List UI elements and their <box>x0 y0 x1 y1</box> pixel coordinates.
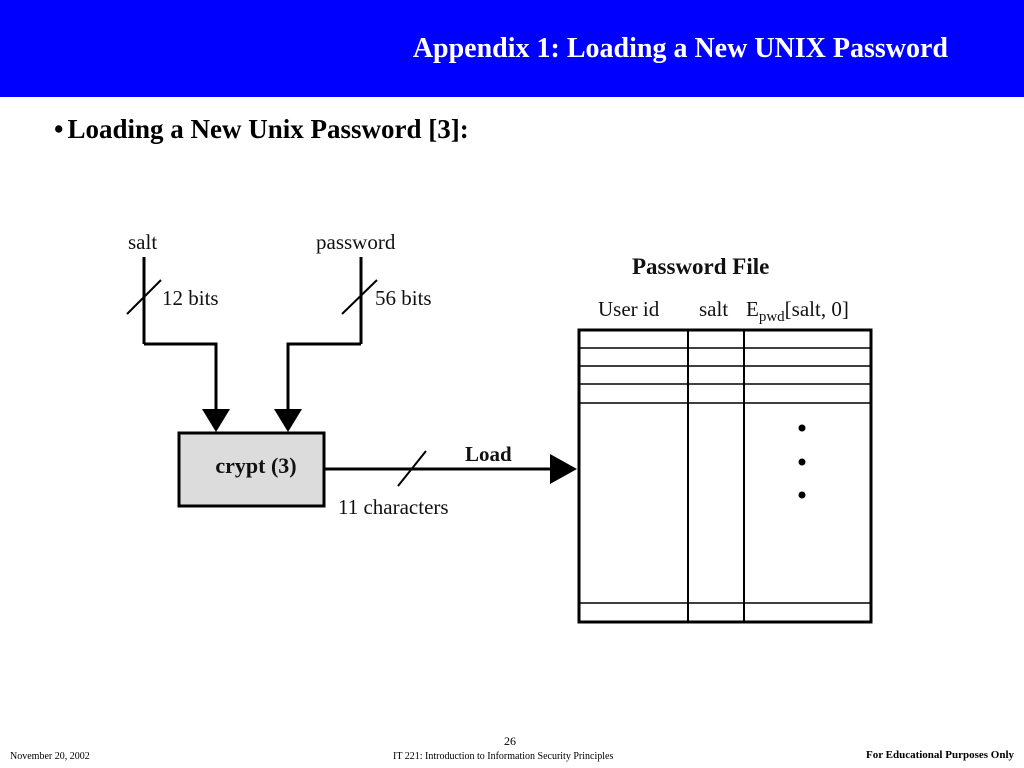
password-file-title: Password File <box>632 254 769 279</box>
password-bus-slash <box>341 279 378 315</box>
salt-bits-label: 12 bits <box>162 286 219 310</box>
epwd-args: [salt, 0] <box>785 297 849 321</box>
bullet-text: Loading a New Unix Password [3]: <box>67 114 469 144</box>
password-label: password <box>316 230 396 254</box>
footer-note: For Educational Purposes Only <box>865 749 1014 761</box>
bullet-item: •Loading a New Unix Password [3]: <box>54 114 469 145</box>
ellipsis-dot <box>798 458 806 466</box>
footer-date: November 20, 2002 <box>10 751 90 762</box>
bullet-marker: • <box>54 114 64 144</box>
output-bus-slash <box>397 450 427 487</box>
password-connector <box>286 342 361 410</box>
salt-label: salt <box>128 230 157 254</box>
salt-arrowhead <box>202 409 230 432</box>
salt-bus-slash <box>126 279 162 315</box>
salt-column-header: salt <box>699 297 728 321</box>
footer-course: IT 221: Introduction to Information Secu… <box>393 751 614 762</box>
load-arrowhead <box>550 454 577 484</box>
page-number: 26 <box>504 734 516 748</box>
load-label: Load <box>465 442 512 466</box>
crypt-box <box>177 431 326 508</box>
ellipsis-dot <box>798 424 806 432</box>
title-bar: Appendix 1: Loading a New UNIX Password <box>0 0 1024 97</box>
output-chars-label: 11 characters <box>338 495 449 519</box>
password-bits-label: 56 bits <box>375 286 432 310</box>
password-arrowhead <box>274 409 302 432</box>
slide-title: Appendix 1: Loading a New UNIX Password <box>412 33 948 64</box>
ellipsis-dot <box>798 491 806 499</box>
password-file-table <box>577 328 873 624</box>
epwd-column-header: Epwd[salt, 0] <box>746 297 849 325</box>
salt-connector <box>144 342 218 410</box>
epwd-main: E <box>746 297 759 321</box>
userid-column-header: User id <box>598 297 660 321</box>
crypt-label: crypt (3) <box>215 453 296 478</box>
epwd-subscript: pwd <box>759 309 785 325</box>
